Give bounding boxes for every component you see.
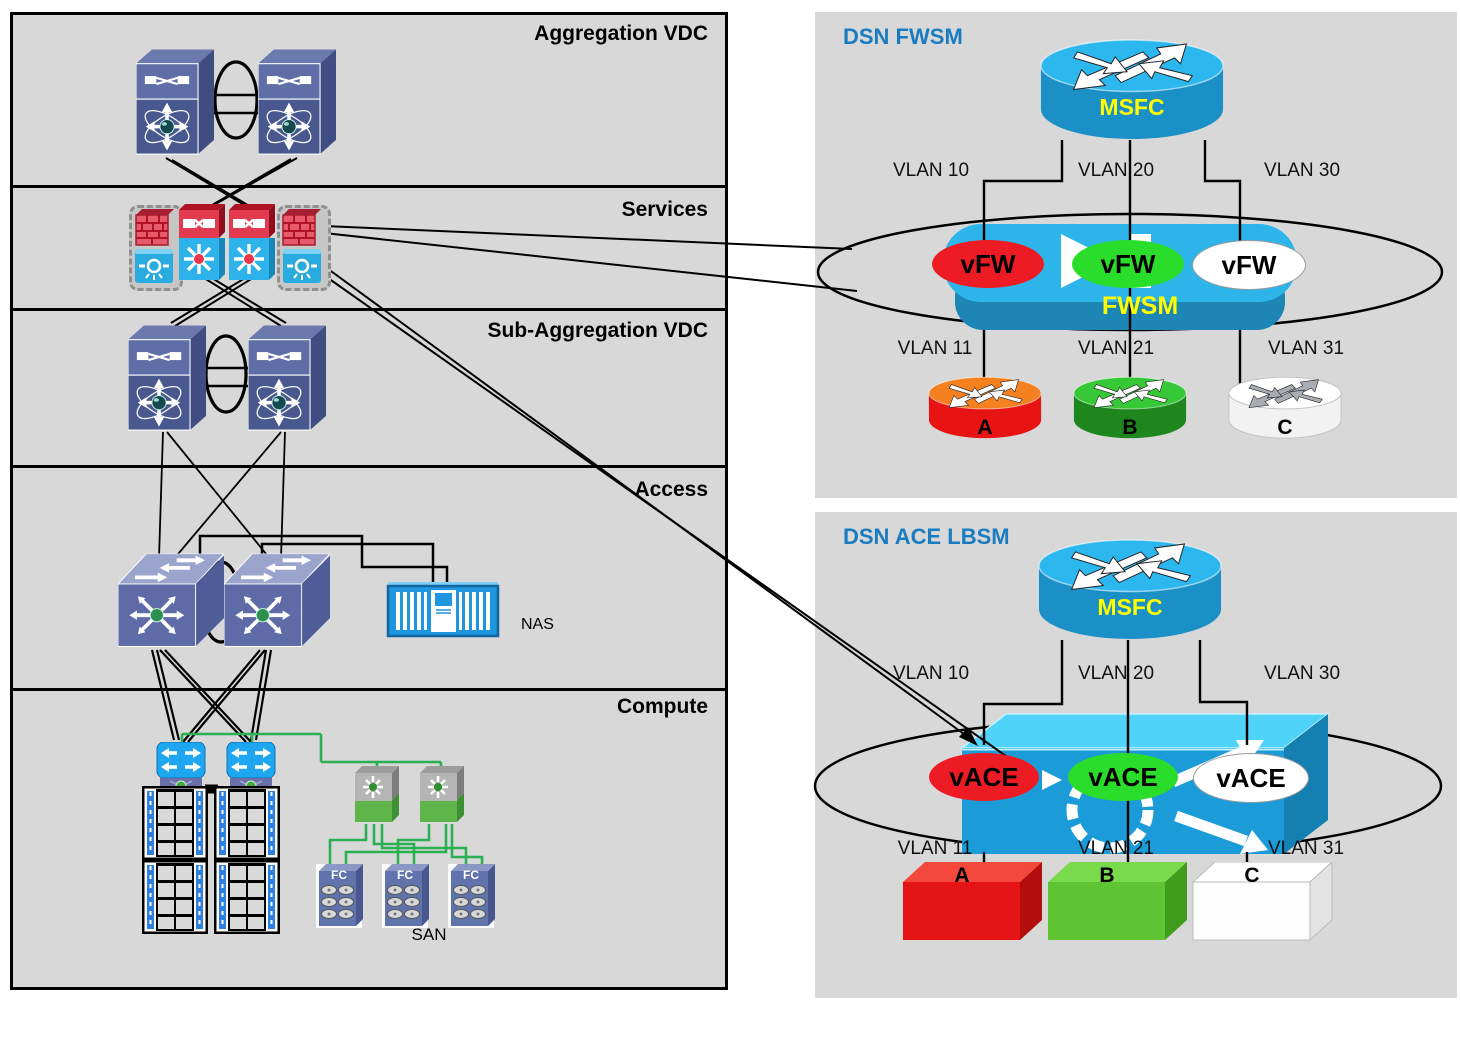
fwsm-vlan20-label: VLAN 20	[1077, 160, 1155, 181]
fwsm-vlan21-label: VLAN 21	[1077, 338, 1155, 359]
subagg-to-access-links	[158, 431, 286, 561]
ace-vlan11-label: VLAN 11	[897, 838, 973, 859]
section-label-compute: Compute	[617, 695, 708, 718]
vace-b-label: vACE	[1088, 761, 1158, 792]
callout-arrowhead	[959, 727, 978, 746]
fwsm-msfc-label: MSFC	[1099, 94, 1165, 120]
services-to-subagg-links	[170, 274, 287, 327]
content-switch-module-1	[179, 238, 225, 280]
server-c-label: C	[1244, 864, 1260, 887]
blade-chassis-2b-icon	[214, 860, 280, 934]
ace-vlan10-label: VLAN 10	[892, 663, 970, 684]
subagg-pair-links	[200, 366, 257, 388]
ace-vlan31-label: VLAN 31	[1267, 838, 1345, 859]
router-b-label: B	[1122, 416, 1138, 439]
vace-context-b: vACE	[1068, 753, 1178, 801]
divider-subagg	[10, 308, 726, 311]
san-links	[180, 732, 484, 866]
server-b-label: B	[1099, 864, 1115, 887]
mds-switch-2-icon	[419, 766, 465, 828]
vfw-context-a: vFW	[932, 240, 1044, 288]
section-label-services: Services	[621, 198, 708, 221]
ace-service-icon-right	[283, 249, 321, 283]
firewall-module-icon-left	[134, 209, 174, 247]
mds-switch-1-icon	[354, 766, 400, 828]
infrastructure-panel	[10, 12, 728, 990]
nas-label: NAS	[521, 616, 554, 633]
fwsm-msfc-router-icon	[1040, 39, 1224, 140]
vace-a-label: vACE	[949, 761, 1019, 792]
firewall-module-icon-right	[281, 209, 321, 247]
divider-compute	[10, 688, 726, 691]
ace-service-icon-left	[135, 249, 173, 283]
fwsm-vlan31-label: VLAN 31	[1267, 338, 1345, 359]
access-switch-2-icon	[224, 552, 330, 650]
subagg-switch-1-icon	[128, 322, 206, 446]
vfw-context-c: vFW	[1192, 240, 1306, 290]
vace-context-a: vACE	[929, 753, 1039, 801]
divider-services	[10, 185, 726, 188]
access-switch-1-icon	[118, 552, 224, 650]
ace-vlan30-label: VLAN 30	[1263, 663, 1341, 684]
fwsm-vlan30-label: VLAN 30	[1263, 160, 1341, 181]
ace-vlan20-label: VLAN 20	[1077, 663, 1155, 684]
ace-vlan21-label: VLAN 21	[1077, 838, 1155, 859]
san-label: SAN	[411, 925, 447, 944]
fwsm-vlan10-label: VLAN 10	[892, 160, 970, 181]
router-a-label: A	[977, 416, 993, 439]
aggregation-switch-2-icon	[258, 46, 336, 170]
section-label-access: Access	[634, 478, 708, 501]
fwsm-module-label: FWSM	[1101, 292, 1179, 320]
ace-panel-title: DSN ACE LBSM	[843, 524, 1010, 549]
ace-msfc-label: MSFC	[1097, 594, 1163, 620]
service-switch-module-2	[229, 204, 275, 238]
subagg-port-channel-ellipse	[204, 334, 248, 414]
server-a-label: A	[954, 864, 970, 887]
access-to-fi-links	[150, 649, 273, 743]
fc-label-2: FC	[397, 868, 413, 882]
vfw-c-label: vFW	[1221, 249, 1277, 280]
fc-label-1: FC	[331, 868, 347, 882]
fwsm-vlan11-label: VLAN 11	[897, 338, 973, 359]
vfw-a-label: vFW	[960, 248, 1016, 279]
subagg-switch-2-icon	[248, 322, 326, 446]
blade-chassis-1a-icon	[142, 786, 208, 860]
router-c-label: C	[1277, 416, 1293, 439]
content-switch-module-2	[229, 238, 275, 280]
blade-chassis-2a-icon	[214, 786, 280, 860]
vace-context-c: vACE	[1193, 753, 1309, 803]
service-switch-module-1	[179, 204, 225, 238]
agg-to-services-links	[165, 157, 298, 209]
agg-port-channel-ellipse	[213, 60, 259, 140]
section-label-subagg: Sub-Aggregation VDC	[487, 319, 709, 342]
aggregation-switch-1-icon	[136, 46, 214, 170]
vfw-b-label: vFW	[1100, 248, 1156, 279]
fwsm-panel-title: DSN FWSM	[843, 24, 963, 49]
section-label-aggregation: Aggregation VDC	[534, 22, 708, 45]
blade-chassis-1b-icon	[142, 860, 208, 934]
vace-c-label: vACE	[1216, 762, 1286, 793]
vfw-context-b: vFW	[1072, 240, 1184, 288]
fc-label-3: FC	[463, 868, 479, 882]
callout-lines	[323, 225, 1014, 762]
ace-msfc-router-icon	[1038, 539, 1222, 640]
access-to-nas-links	[198, 534, 449, 585]
divider-access	[10, 465, 726, 468]
nas-icon	[386, 582, 500, 638]
